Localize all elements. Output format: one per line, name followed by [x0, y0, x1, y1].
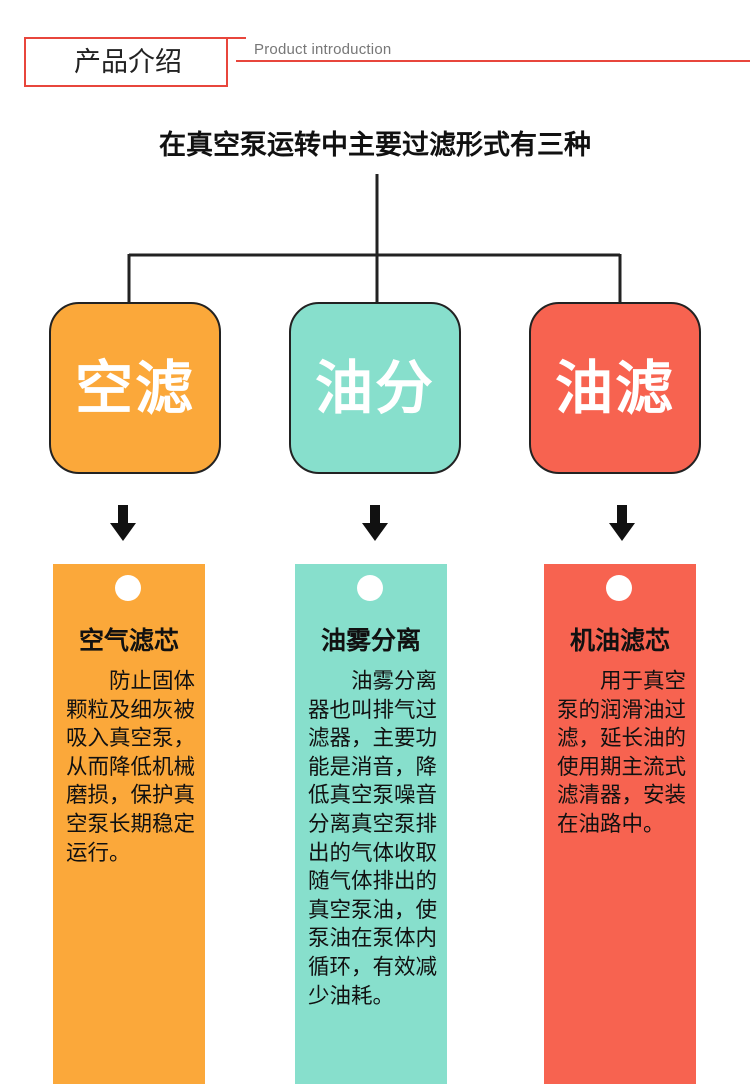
card-oil-filter: 机油滤芯 用于真空泵的润滑油过滤，延长油的使用期主流式滤清器，安装在油路中。 — [544, 564, 696, 1084]
main-title: 在真空泵运转中主要过滤形式有三种 — [159, 130, 591, 161]
card-title: 空气滤芯 — [78, 626, 179, 655]
tree-connectors — [127, 174, 622, 302]
header-title-box — [24, 37, 228, 87]
card-hole — [357, 575, 383, 601]
arrow-down-icon — [362, 505, 388, 541]
card-body: 油雾分离器也叫排气过滤器，主要功能是消音，降低真空泵噪音分离真空泵排出的气体收取… — [308, 669, 438, 1009]
header-title: 产品介绍 — [74, 47, 182, 78]
header-rule — [236, 60, 750, 62]
category-box-oil-filter: 油滤 — [529, 302, 701, 474]
card-oil-separator: 油雾分离 油雾分离器也叫排气过滤器，主要功能是消音，降低真空泵噪音分离真空泵排出… — [295, 564, 447, 1084]
card-title: 机油滤芯 — [569, 626, 670, 655]
card-body: 用于真空泵的润滑油过滤，延长油的使用期主流式滤清器，安装在油路中。 — [557, 669, 687, 837]
card-hole — [606, 575, 632, 601]
category-box-oil-separator: 油分 — [289, 302, 461, 474]
header-top-line — [24, 37, 246, 39]
arrow-down-icon — [110, 505, 136, 541]
card-air-filter: 空气滤芯 防止固体颗粒及细灰被吸入真空泵，从而降低机械磨损，保护真空泵长期稳定运… — [53, 564, 205, 1084]
arrow-down-icon — [609, 505, 635, 541]
card-body: 防止固体颗粒及细灰被吸入真空泵，从而降低机械磨损，保护真空泵长期稳定运行。 — [66, 669, 196, 866]
category-box-air-filter: 空滤 — [49, 302, 221, 474]
card-title: 油雾分离 — [320, 626, 421, 655]
header-subtitle: Product introduction — [254, 41, 392, 58]
card-hole — [115, 575, 141, 601]
